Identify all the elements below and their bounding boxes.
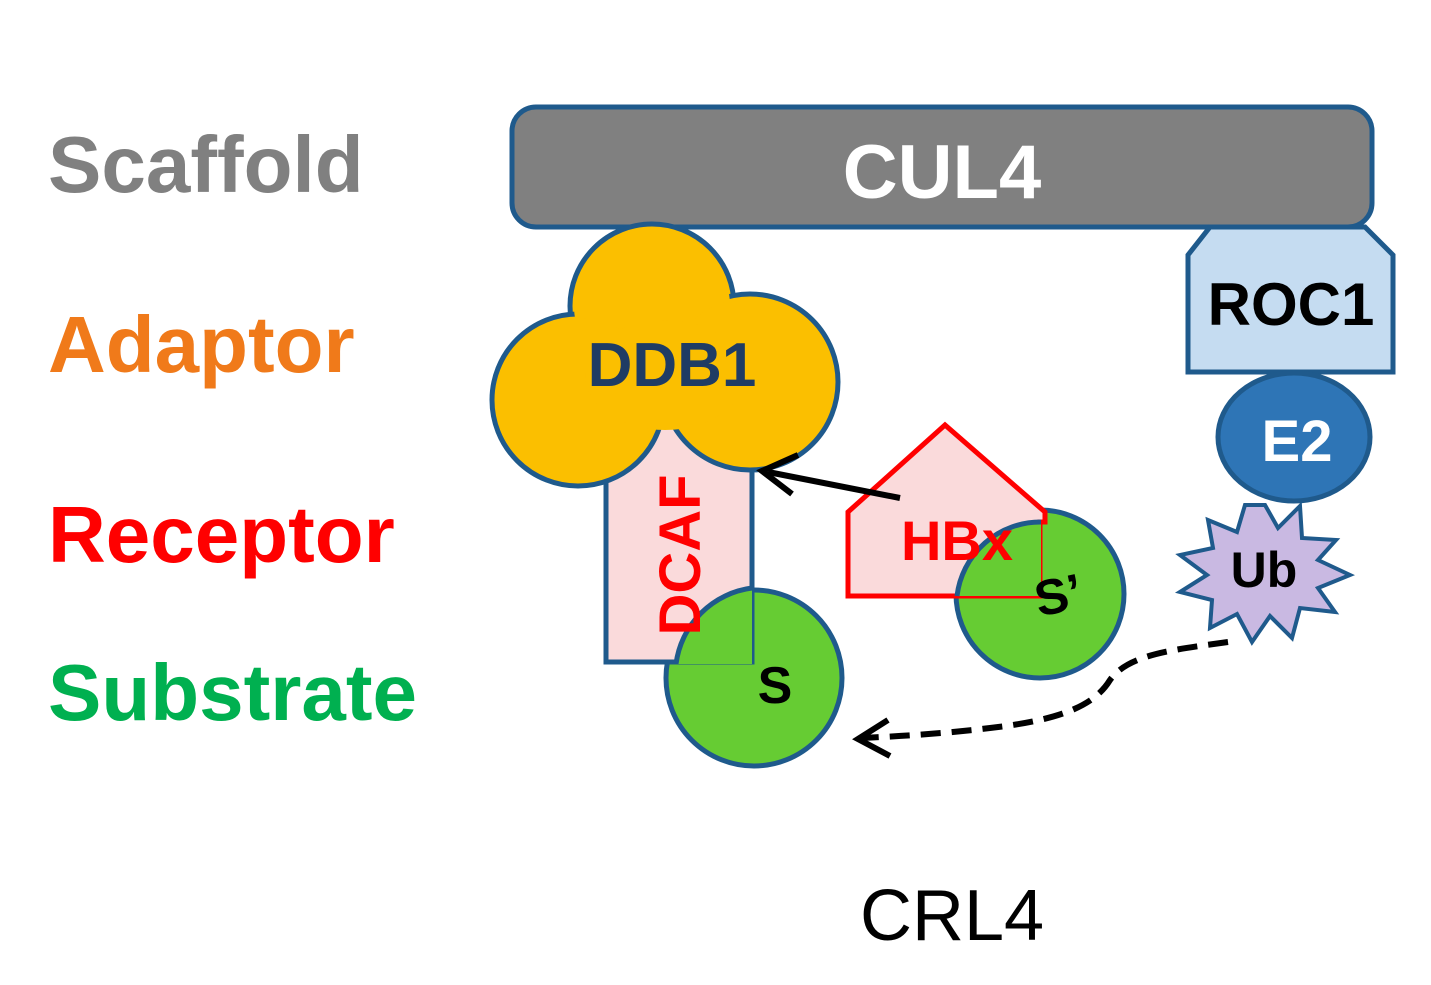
roc1-label: ROC1 — [1208, 271, 1375, 338]
substrate-s-prime-label: S’ — [1030, 563, 1088, 628]
legend-scaffold: Scaffold — [48, 120, 364, 209]
substrate-s-pocket — [676, 588, 752, 664]
substrate-s-prime-pocket — [957, 521, 1041, 596]
substrate-s-label: S — [758, 657, 793, 715]
legend-adaptor: Adaptor — [48, 300, 355, 389]
substrate-s-prime-pocket-edge — [954, 519, 1042, 597]
dcaf-label: DCAF — [648, 474, 713, 635]
hbx-binding-arrowhead — [756, 452, 800, 497]
hbx-label: HBx — [901, 509, 1013, 572]
ub-transfer-arrow — [861, 639, 1229, 741]
e2-label: E2 — [1262, 409, 1333, 474]
cul4-scaffold-bar — [509, 104, 1375, 230]
ddb1-label: DDB1 — [588, 331, 757, 400]
ub-transfer-arrowhead — [852, 717, 892, 759]
legend-substrate: Substrate — [48, 648, 417, 737]
substrate-s-pocket-edge — [673, 585, 753, 665]
hbx-binding-arrow — [767, 469, 901, 501]
legend-receptor: Receptor — [48, 490, 395, 579]
ubiquitin-label: Ub — [1231, 542, 1298, 598]
roc1-box — [1185, 224, 1396, 375]
ubiquitin-star — [1174, 501, 1355, 646]
ddb1-adaptor — [489, 221, 841, 489]
cul4-label: CUL4 — [843, 130, 1041, 215]
complex-caption: CRL4 — [860, 876, 1044, 956]
e2-ellipse — [1215, 370, 1373, 504]
